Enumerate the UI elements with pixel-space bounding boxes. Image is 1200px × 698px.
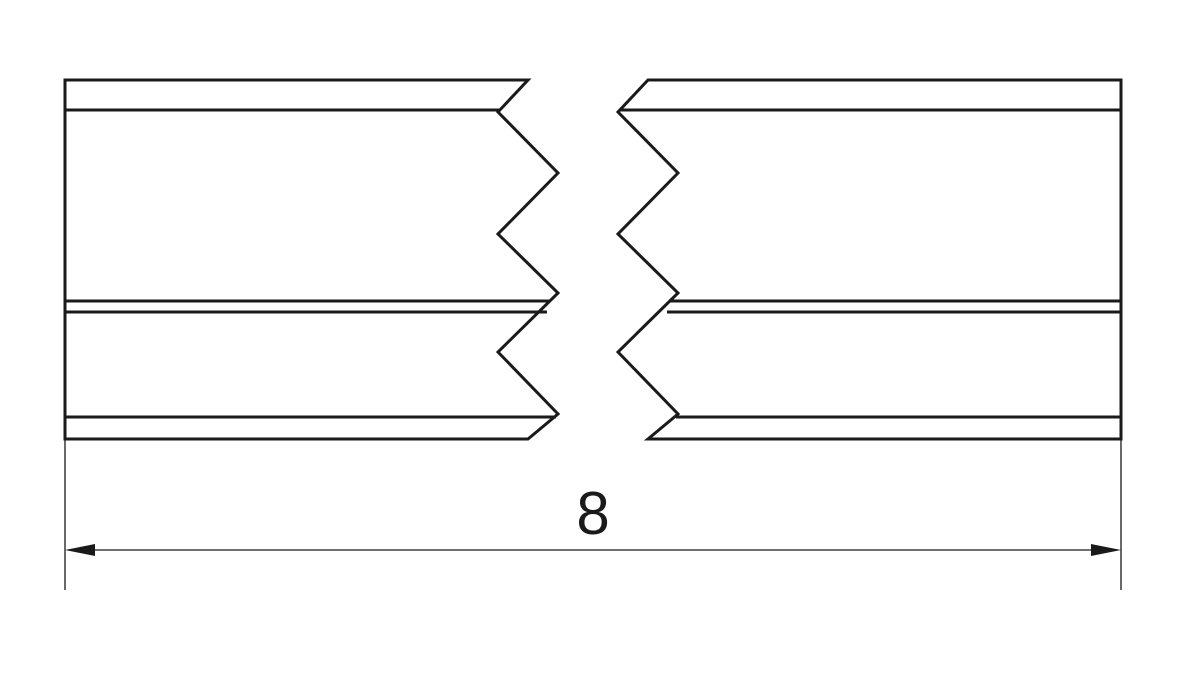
- left-strip-segment: [63, 78, 561, 441]
- left-segment-outline: [63, 78, 561, 441]
- right-arrowhead: [1091, 544, 1121, 556]
- right-segment-outline: [615, 78, 1123, 441]
- dimension-label: 8: [576, 480, 609, 547]
- left-arrowhead: [65, 544, 95, 556]
- right-strip-segment: [615, 78, 1123, 441]
- length-dimension: 8: [64, 440, 1122, 590]
